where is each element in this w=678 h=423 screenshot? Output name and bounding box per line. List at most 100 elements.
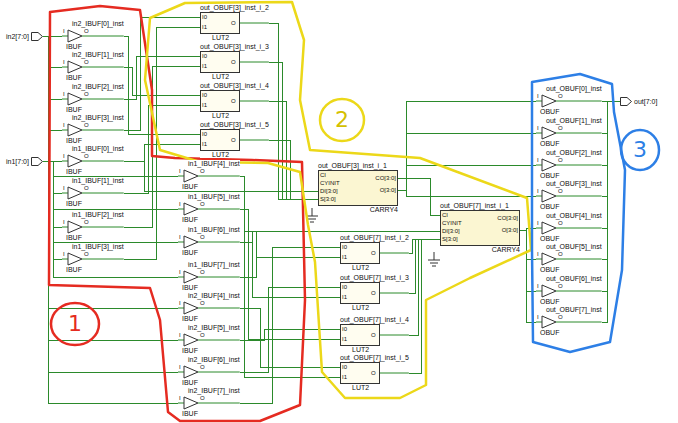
- net-wire: [43, 161, 178, 277]
- port-symbol: [31, 157, 43, 166]
- net-wire: [269, 62, 318, 199]
- cell-name: out_OBUF[7]_inst_i_2: [340, 234, 409, 242]
- buffer-cell: in2_IBUF[6]_instIOIBUF: [178, 356, 240, 386]
- buffer-symbol: [62, 28, 124, 43]
- buffer-symbol: [178, 201, 240, 216]
- net-wire: [43, 161, 62, 227]
- pin-name: I: [179, 234, 181, 240]
- pin-name: I0: [202, 92, 207, 98]
- pin-name: O: [231, 20, 236, 26]
- ground-symbol: [428, 252, 440, 266]
- pin-name: CI: [320, 172, 326, 178]
- net-wire: [43, 36, 178, 403]
- net-wire: [409, 239, 440, 293]
- buffer-cell: out_OBUF[4]_instIOOBUF: [536, 212, 602, 242]
- pin-name: O: [200, 234, 205, 240]
- buffer-symbol: [178, 168, 240, 183]
- net-wire: [602, 101, 620, 196]
- cell-name: in1_IBUF[3]_inst: [62, 243, 124, 251]
- pin-name: I: [537, 314, 539, 320]
- callout-number: 1: [68, 312, 82, 336]
- cell-type: IBUF: [62, 74, 124, 81]
- net-wire: [124, 66, 200, 227]
- buffer-cell: in2_IBUF[1]_instIOIBUF: [62, 51, 124, 81]
- cell-type: IBUF: [178, 249, 240, 256]
- net-wire: [43, 36, 62, 130]
- net-wire: [240, 308, 340, 367]
- buffer-symbol: [62, 59, 124, 74]
- pin-name: I: [537, 251, 539, 257]
- output-port: out[7:0]: [620, 97, 657, 106]
- port-symbol: [31, 32, 43, 41]
- buffer-symbol: [536, 220, 602, 235]
- pin-name: I1: [342, 374, 347, 380]
- pin-name: O: [558, 314, 563, 320]
- port-symbol: [620, 97, 632, 106]
- pin-name: I: [63, 28, 65, 34]
- pin-name: I: [537, 283, 539, 289]
- pin-name: I: [179, 395, 181, 401]
- net-wire: [398, 165, 536, 190]
- buffer-symbol: [62, 91, 124, 106]
- net-wire: [240, 257, 340, 277]
- pin-name: O: [558, 251, 563, 257]
- lut-cell: out_OBUF[3]_inst_i_4I0I1OLUT2: [200, 82, 269, 119]
- pin-name: I: [63, 91, 65, 97]
- lut-cell: out_OBUF[7]_inst_i_5I0I1OLUT2: [340, 354, 409, 391]
- buffer-cell: out_OBUF[6]_instIOOBUF: [536, 275, 602, 305]
- buffer-cell: in1_IBUF[0]_instIOIBUF: [62, 145, 124, 175]
- buffer-cell: out_OBUF[7]_instIOOBUF: [536, 306, 602, 336]
- pin-name: CO[3:0]: [497, 215, 518, 221]
- pin-name: DI[3:0]: [442, 228, 460, 234]
- pin-name: I: [63, 59, 65, 65]
- buffer-cell: out_OBUF[1]_instIOOBUF: [536, 117, 602, 147]
- cell-type: IBUF: [62, 137, 124, 144]
- pin-name: O: [371, 250, 376, 256]
- input-port: in2[7:0]: [6, 32, 43, 41]
- cell-type: OBUF: [536, 172, 602, 179]
- cell-type: LUT2: [200, 151, 269, 158]
- buffer-symbol: [178, 269, 240, 284]
- net-wire: [43, 36, 178, 308]
- pin-name: CYINIT: [442, 220, 462, 226]
- buffer-symbol: [62, 122, 124, 137]
- cell-type: OBUF: [536, 140, 602, 147]
- pin-name: I: [63, 185, 65, 191]
- pin-name: O: [200, 168, 205, 174]
- pin-name: I0: [342, 284, 347, 290]
- callout-circle: [621, 130, 659, 170]
- cell-name: out_OBUF[3]_inst_i_4: [200, 82, 269, 90]
- net-wire: [409, 239, 440, 253]
- net-wire: [43, 161, 178, 176]
- output-stub: [380, 362, 409, 384]
- cell-name: out_OBUF[7]_inst_i_1: [440, 202, 520, 210]
- cell-name: in1_IBUF[7]_inst: [178, 261, 240, 269]
- carry-cell: out_OBUF[7]_inst_i_1CICYINITDI[3:0]S[3:0…: [440, 202, 520, 253]
- cell-type: OBUF: [536, 203, 602, 210]
- net-wire: [602, 101, 620, 228]
- lut-cell: out_OBUF[7]_inst_i_4I0I1OLUT2: [340, 316, 409, 353]
- net-wire: [240, 247, 340, 403]
- pin-name: I: [179, 201, 181, 207]
- net-wire: [240, 287, 340, 372]
- cell-name: out_OBUF[7]_inst_i_3: [340, 274, 409, 282]
- pin-name: I0: [202, 131, 207, 137]
- cell-name: in2_IBUF[4]_inst: [178, 292, 240, 300]
- cell-name: out_OBUF[7]_inst_i_4: [340, 316, 409, 324]
- cell-type: IBUF: [62, 234, 124, 241]
- buffer-cell: in1_IBUF[7]_instIOIBUF: [178, 261, 240, 291]
- cell-type: IBUF: [178, 410, 240, 417]
- pin-name: I: [179, 300, 181, 306]
- pin-name: CYINIT: [320, 180, 340, 186]
- net-wire: [124, 27, 200, 259]
- callout-circle: [51, 303, 99, 345]
- pin-name: O: [84, 122, 89, 128]
- pin-name: O: [84, 153, 89, 159]
- net-wire: [124, 191, 318, 259]
- net-wire: [240, 329, 340, 340]
- cell-type: IBUF: [62, 266, 124, 273]
- cell-name: out_OBUF[6]_inst: [536, 275, 602, 283]
- cell-type: OBUF: [536, 329, 602, 336]
- cell-type: LUT2: [200, 73, 269, 80]
- pin-name: I0: [202, 53, 207, 59]
